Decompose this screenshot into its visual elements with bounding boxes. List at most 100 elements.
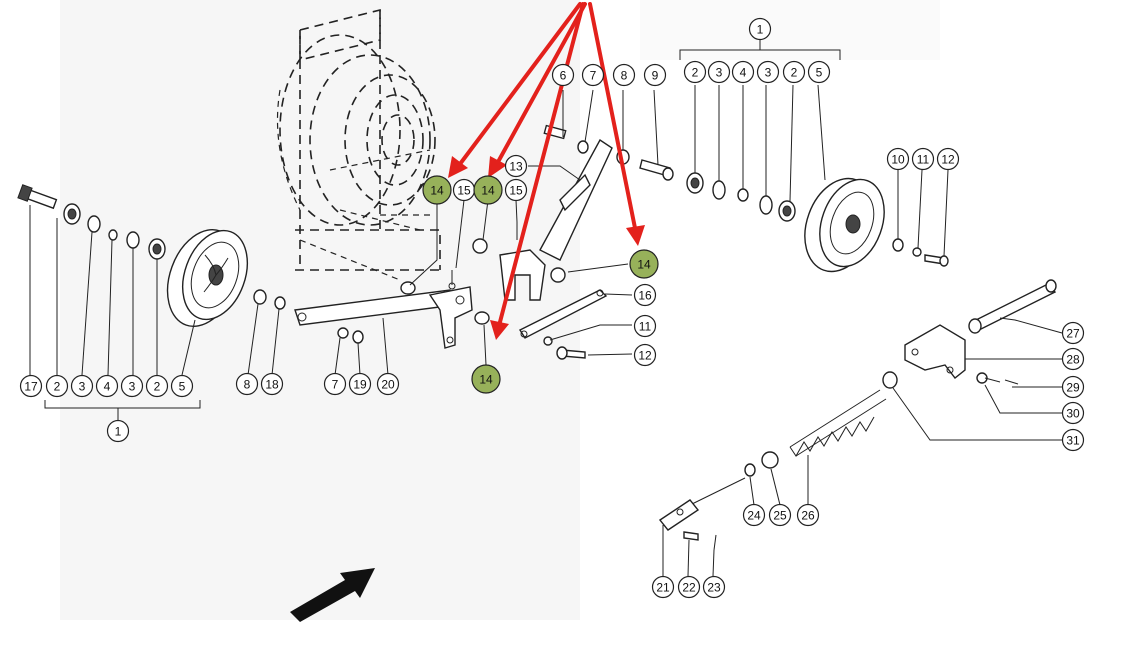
callout-4a: 4 <box>95 374 119 398</box>
callout-number: 11 <box>639 320 652 334</box>
callout-26: 26 <box>796 503 820 527</box>
callout-circle <box>1061 428 1085 452</box>
callout-number: 9 <box>652 69 659 83</box>
left-pulley-assembly <box>17 184 286 328</box>
callout-number: 2 <box>154 380 161 394</box>
callout-15b: 15 <box>504 178 528 202</box>
callout-circle <box>1061 375 1085 399</box>
callout-number: 12 <box>638 349 652 363</box>
callout-circle <box>106 419 130 443</box>
callout-10: 10 <box>886 147 910 171</box>
callout-number: 16 <box>638 289 652 303</box>
callout-circle <box>782 60 806 84</box>
callout-3a: 3 <box>70 374 94 398</box>
callout-number: 3 <box>765 66 772 80</box>
callout-circle <box>581 63 605 87</box>
callout-8b: 8 <box>612 63 636 87</box>
callout-6: 6 <box>551 63 575 87</box>
callout-3d: 3 <box>756 60 780 84</box>
callout-circle <box>643 63 667 87</box>
callout-22: 22 <box>677 575 701 599</box>
callout-circle <box>742 503 766 527</box>
callout-number: 14 <box>430 184 444 198</box>
callout-circle <box>677 575 701 599</box>
callout-number: 22 <box>682 581 696 595</box>
callout-1a: 1 <box>106 419 130 443</box>
callout-number: 7 <box>590 69 597 83</box>
callout-circle <box>551 63 575 87</box>
callout-number: 23 <box>707 581 721 595</box>
callout-14d: 14 <box>471 364 501 394</box>
callout-3b: 3 <box>120 374 144 398</box>
callout-number: 10 <box>891 153 905 167</box>
callout-number: 29 <box>1066 381 1080 395</box>
callout-number: 1 <box>757 23 764 37</box>
callout-19: 19 <box>348 372 372 396</box>
callout-circle <box>796 503 820 527</box>
callout-number: 3 <box>129 380 136 394</box>
red-pointer-arrows <box>448 2 645 340</box>
callout-17: 17 <box>19 374 43 398</box>
callout-circle <box>376 372 400 396</box>
callout-number: 19 <box>353 378 367 392</box>
highlighted-callout-circle <box>629 249 659 279</box>
callout-number: 8 <box>621 69 628 83</box>
callout-circle <box>1061 321 1085 345</box>
leader-lines <box>29 40 1063 577</box>
callout-number: 3 <box>79 380 86 394</box>
callout-number: 1 <box>115 425 122 439</box>
right-pulley-assembly <box>686 172 949 273</box>
callout-18: 18 <box>260 372 284 396</box>
callout-circle <box>651 575 675 599</box>
callout-number: 27 <box>1066 327 1080 341</box>
callout-circle <box>768 503 792 527</box>
callout-circle <box>748 17 772 41</box>
callout-27: 27 <box>1061 321 1085 345</box>
callout-circle <box>911 147 935 171</box>
callout-circle <box>633 343 657 367</box>
callout-number: 7 <box>332 378 339 392</box>
callout-number: 21 <box>656 581 670 595</box>
callout-number: 14 <box>479 373 493 387</box>
callout-14c: 14 <box>629 249 659 279</box>
callout-number: 11 <box>917 153 930 167</box>
callout-number: 4 <box>740 66 747 80</box>
callout-number: 2 <box>692 66 699 80</box>
callout-number: 18 <box>265 378 279 392</box>
callout-number: 3 <box>716 66 723 80</box>
callout-7a: 7 <box>323 372 347 396</box>
callout-24: 24 <box>742 503 766 527</box>
callout-13: 13 <box>504 154 528 178</box>
callout-circle <box>45 374 69 398</box>
callout-number: 15 <box>457 184 471 198</box>
dashed-housing <box>276 8 441 281</box>
callout-circle <box>504 178 528 202</box>
callout-2c: 2 <box>683 60 707 84</box>
callout-circle <box>145 374 169 398</box>
callout-number: 17 <box>24 380 38 394</box>
callout-number: 20 <box>381 378 395 392</box>
callout-number: 12 <box>941 153 955 167</box>
callout-number: 5 <box>179 380 186 394</box>
callout-3c: 3 <box>707 60 731 84</box>
callout-number: 31 <box>1066 434 1080 448</box>
callout-23: 23 <box>702 575 726 599</box>
highlighted-callout-circle <box>473 175 503 205</box>
callout-circle <box>95 374 119 398</box>
callout-12b: 12 <box>936 147 960 171</box>
callout-number: 28 <box>1066 353 1080 367</box>
callout-29: 29 <box>1061 375 1085 399</box>
callout-circle <box>612 63 636 87</box>
callout-circle <box>170 374 194 398</box>
callout-15a: 15 <box>452 178 476 202</box>
callout-circle <box>707 60 731 84</box>
callout-circle <box>633 283 657 307</box>
callout-5a: 5 <box>170 374 194 398</box>
callout-circle <box>886 147 910 171</box>
callout-30: 30 <box>1061 401 1085 425</box>
callout-28: 28 <box>1061 347 1085 371</box>
callout-14a: 14 <box>422 175 452 205</box>
direction-arrow-icon <box>290 568 375 622</box>
callout-number: 15 <box>509 184 523 198</box>
